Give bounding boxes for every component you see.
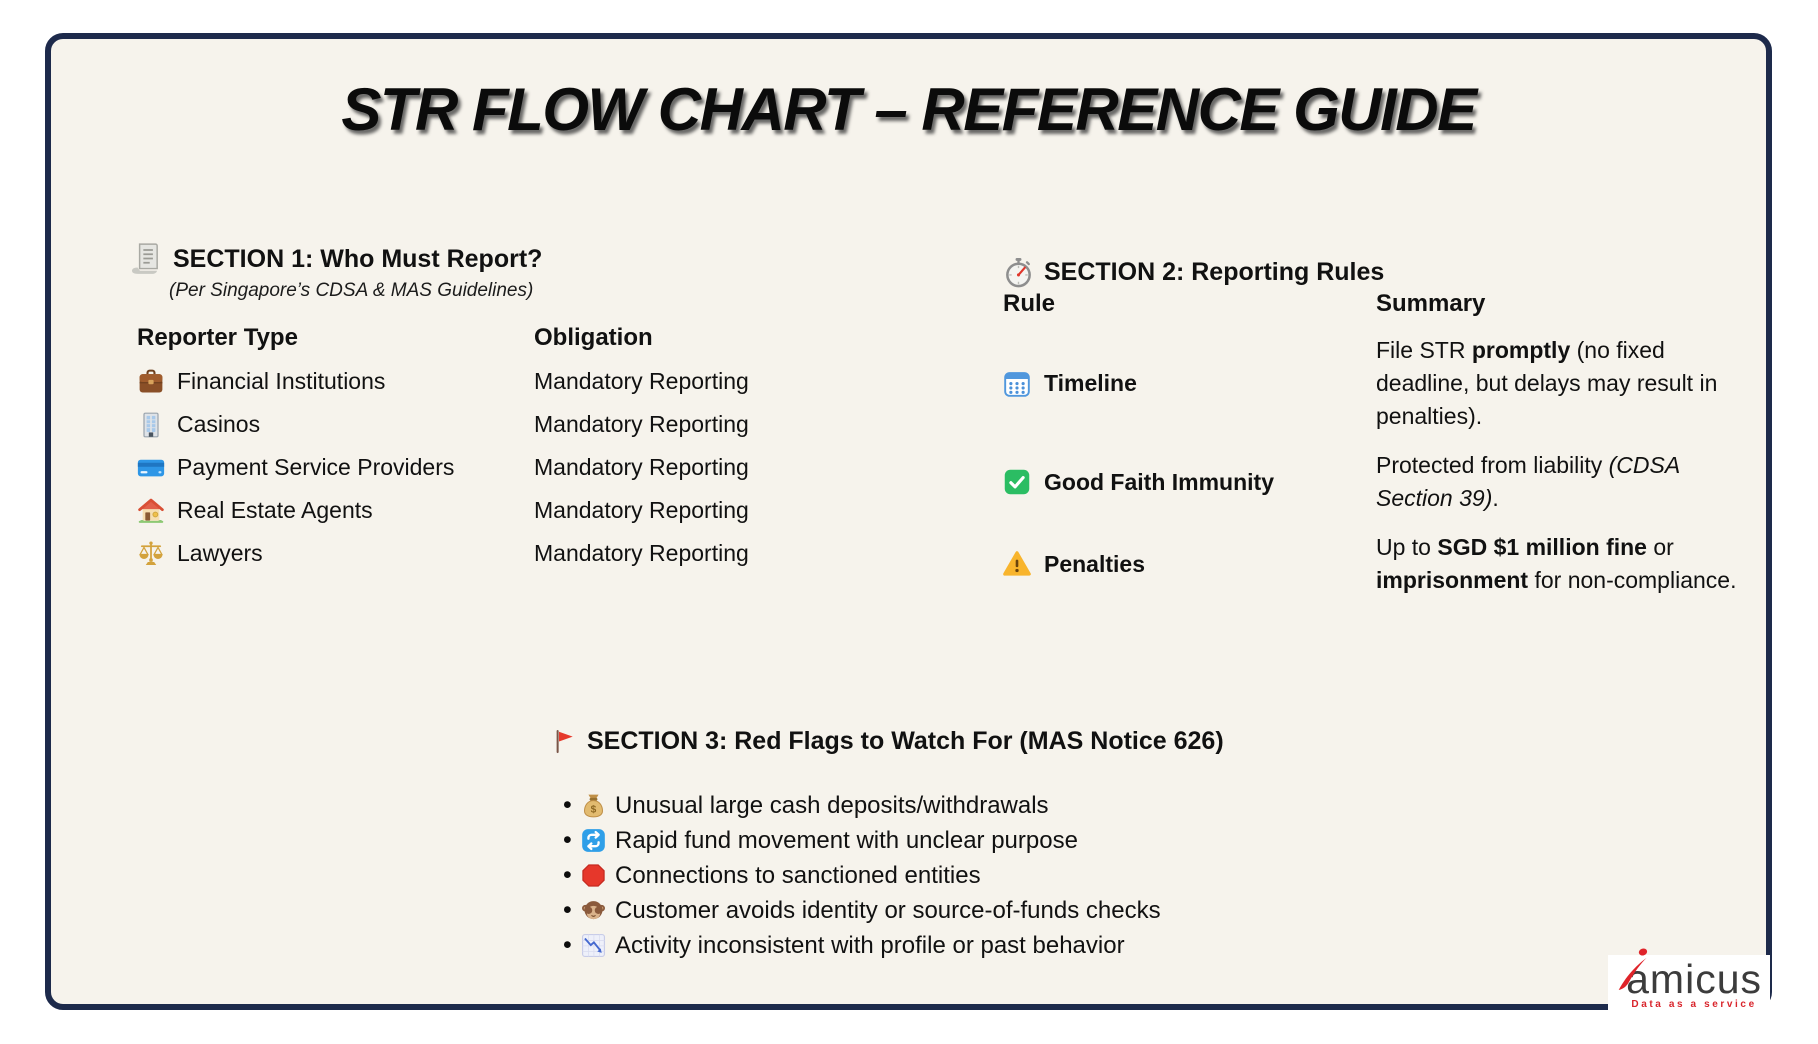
- receipt-icon: [129, 242, 163, 276]
- section-3-heading: SECTION 3: Red Flags to Watch For (MAS N…: [587, 727, 1224, 755]
- table-row: Financial Institutions Mandatory Reporti…: [137, 360, 779, 403]
- rule-name: Penalties: [1044, 550, 1145, 577]
- table-row: Real Estate Agents Mandatory Reporting: [137, 489, 779, 532]
- bullet-dot: •: [563, 861, 572, 889]
- reporter-table-body: Financial Institutions Mandatory Reporti…: [137, 360, 779, 575]
- rule-label: Penalties: [1003, 550, 1376, 578]
- reporter-type-label: Casinos: [177, 411, 261, 437]
- bullet-dot: •: [563, 931, 572, 959]
- rules-table: Rule Summary Timeline File STR promptly …: [1003, 290, 1768, 597]
- rule-name: Timeline: [1044, 370, 1137, 396]
- column-header-rule: Rule: [1003, 290, 1056, 317]
- credit-card-icon: [137, 454, 165, 482]
- column-header-obligation: Obligation: [534, 324, 653, 351]
- reporter-type-label: Lawyers: [177, 540, 263, 566]
- logo-tagline: Data as a service: [1631, 999, 1757, 1010]
- obligation-value: Mandatory Reporting: [534, 497, 749, 523]
- money-bag-icon: $: [581, 793, 606, 818]
- logo-text: amicus: [1626, 956, 1762, 1002]
- reporter-type-label: Real Estate Agents: [177, 497, 373, 523]
- reporter-table-header: Reporter Type Obligation: [137, 324, 779, 352]
- rule-name: Good Faith Immunity: [1044, 468, 1274, 495]
- rule-summary: Protected from liability (CDSA Section 3…: [1376, 452, 1680, 511]
- rule-summary: File STR promptly (no fixed deadline, bu…: [1376, 337, 1718, 429]
- red-flag-text: Connections to sanctioned entities: [615, 861, 981, 889]
- column-header-summary: Summary: [1376, 290, 1486, 317]
- office-building-icon: [137, 411, 165, 439]
- red-flag-text: Unusual large cash deposits/withdrawals: [615, 791, 1049, 819]
- amicus-logo: amicus Data as a service: [1608, 948, 1770, 1012]
- section-1-heading: SECTION 1: Who Must Report?: [173, 244, 543, 273]
- bullet-dot: •: [563, 826, 572, 854]
- table-row: Lawyers Mandatory Reporting: [137, 532, 779, 575]
- red-flag-item: • Rapid fund movement with unclear purpo…: [563, 823, 1224, 858]
- see-no-evil-monkey-icon: [581, 898, 606, 923]
- section-2-heading: SECTION 2: Reporting Rules: [1044, 258, 1385, 286]
- red-flag-icon: [552, 729, 577, 754]
- obligation-value: Mandatory Reporting: [534, 540, 749, 566]
- house-icon: [137, 497, 165, 525]
- red-flag-item: • $ Unusual large cash deposits/withdraw…: [563, 788, 1224, 823]
- rule-label: Timeline: [1003, 370, 1376, 398]
- reference-card: STR FLOW CHART – REFERENCE GUIDE SECTION…: [45, 33, 1772, 1012]
- obligation-value: Mandatory Reporting: [534, 368, 749, 394]
- section-reporting-rules: SECTION 2: Reporting Rules Rule Summary …: [1003, 257, 1768, 597]
- section-1-subtitle: (Per Singapore’s CDSA & MAS Guidelines): [169, 280, 534, 301]
- table-row: Payment Service Providers Mandatory Repo…: [137, 446, 779, 489]
- reporter-type-label: Financial Institutions: [177, 368, 386, 394]
- bullet-dot: •: [563, 791, 572, 819]
- red-flag-text: Activity inconsistent with profile or pa…: [615, 931, 1125, 959]
- warning-icon: [1003, 550, 1031, 578]
- reporter-type-label: Payment Service Providers: [177, 454, 455, 480]
- section-who-must-report: SECTION 1: Who Must Report? (Per Singapo…: [129, 242, 779, 575]
- check-mark-icon: [1003, 468, 1031, 496]
- logo-wordmark: amicus: [1618, 948, 1762, 1002]
- rule-label: Good Faith Immunity: [1003, 468, 1376, 496]
- red-flag-item: • Customer avoids identity or source-of-…: [563, 893, 1224, 928]
- logo-swoosh-icon: [1618, 948, 1648, 990]
- rule-summary: Up to SGD $1 million fine or imprisonmen…: [1376, 534, 1737, 593]
- repeat-icon: [581, 828, 606, 853]
- stopwatch-icon: [1003, 257, 1034, 288]
- stop-sign-icon: [581, 863, 606, 888]
- obligation-value: Mandatory Reporting: [534, 411, 749, 437]
- red-flag-item: • Activity inconsistent with profile or …: [563, 928, 1224, 963]
- reporter-table: Reporter Type Obligation Financial Insti…: [137, 324, 779, 575]
- column-header-reporter-type: Reporter Type: [137, 324, 298, 351]
- red-flag-text: Rapid fund movement with unclear purpose: [615, 826, 1078, 854]
- balance-scale-icon: [137, 540, 165, 568]
- obligation-value: Mandatory Reporting: [534, 454, 749, 480]
- red-flag-text: Customer avoids identity or source-of-fu…: [615, 896, 1161, 924]
- section-red-flags: SECTION 3: Red Flags to Watch For (MAS N…: [549, 727, 1224, 963]
- page-title: STR FLOW CHART – REFERENCE GUIDE: [341, 76, 1477, 143]
- red-flags-list: • $ Unusual large cash deposits/withdraw…: [563, 788, 1224, 963]
- briefcase-icon: [137, 368, 165, 396]
- table-row: Casinos Mandatory Reporting: [137, 403, 779, 446]
- bullet-dot: •: [563, 896, 572, 924]
- red-flag-item: • Connections to sanctioned entities: [563, 858, 1224, 893]
- svg-text:$: $: [591, 805, 597, 816]
- calendar-icon: [1003, 370, 1031, 398]
- chart-decreasing-icon: [581, 933, 606, 958]
